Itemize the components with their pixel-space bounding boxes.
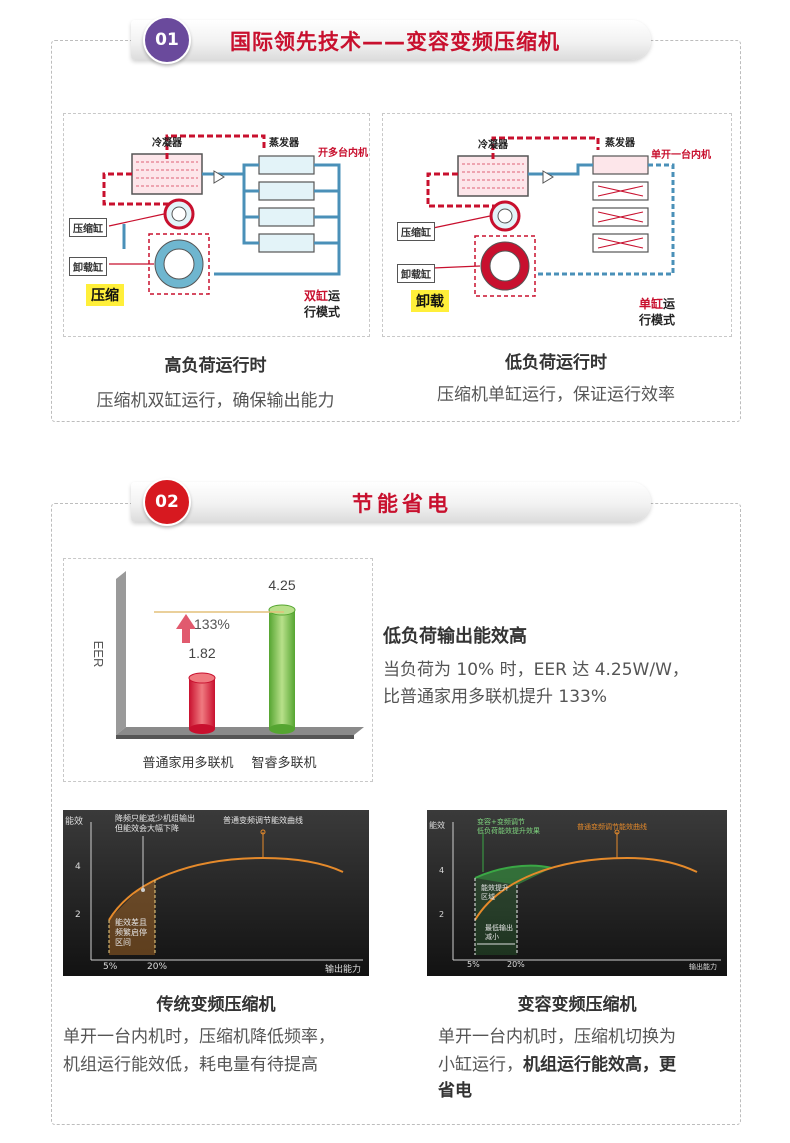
condenser-label: 冷凝器 [478,140,508,151]
run-mode-label: 双缸运 行模式 [304,289,341,319]
compress-cylinder-tag: 压缩缸 [69,218,107,237]
increase-label: 133% [194,616,230,632]
traditional-curve-svg [63,810,369,976]
x-axis-label: 输出能力 [689,963,717,971]
eer-heading: 低负荷输出能效高 [383,626,527,647]
bar-smart [269,610,295,729]
section-1-title-bar [131,20,651,60]
unload-cylinder-tag: 卸载缸 [397,264,435,283]
y-axis-label: 能效 [429,821,445,830]
variable-title: 变容变频压缩机 [517,995,637,1015]
annotation-zone: 能效差且 频繁启停 区间 [115,918,147,947]
annotation-curve: 普通变频调节能效曲线 [223,816,303,825]
annotation-curve: 普通变频调节能效曲线 [577,823,647,831]
tick-2: 2 [75,910,81,920]
traditional-desc-1: 单开一台内机时，压缩机降低频率， [63,1027,335,1047]
eer-bar-chart: 1.82 普通家用多联机 4.25 智睿多联机 EER 133% [91,571,364,771]
bar-top-1 [268,604,296,616]
high-load-schematic [102,134,341,295]
increase-arrow [176,614,196,643]
annotation-top: 降频只能减少机组输出 但能效会大幅下降 [115,814,195,833]
x-20-label: 20% [147,962,168,972]
unload-cylinder-tag: 卸载缸 [69,257,107,276]
section-2-title: 节能省电 [352,492,452,516]
bar-top-0 [188,672,216,684]
eer-chart-panel: 1.82 普通家用多联机 4.25 智睿多联机 EER 133% [63,558,373,782]
variable-desc-3: 省电 [438,1081,472,1101]
y-axis-wall [116,571,126,735]
bar-bottom-0 [189,724,215,734]
annotation-green: 变容+变频调节 低负荷能效提升效果 [477,818,540,835]
variable-efficiency-chart: 能效 4 2 5% 20% 输出能力 变容+变频调节 低负荷能效提升效果 普通变… [427,810,727,976]
bar-value-label: 4.25 [268,577,295,593]
annotation-min-output: 最低输出 减小 [485,924,513,941]
indoor-note: 单开一台内机 [651,150,711,161]
mode-tag: 卸载 [411,290,449,312]
category-label: 普通家用多联机 [142,755,233,771]
variable-desc-1: 单开一台内机时，压缩机切换为 [438,1027,676,1047]
high-load-desc: 压缩机双缸运行，确保输出能力 [96,391,335,411]
run-mode-label: 单缸运 行模式 [639,297,676,327]
mode-tag: 压缩 [86,284,124,306]
eer-line-2: 比普通家用多联机提升 133% [383,687,608,707]
tick-2: 2 [439,910,445,919]
x-5-label: 5% [467,960,480,969]
low-load-title: 低负荷运行时 [505,353,607,373]
high-load-diagram: 冷凝器 蒸发器 开多台内机 压缩缸 卸载缸 压缩 双缸运 行模式 [63,113,370,337]
traditional-title: 传统变频压缩机 [156,995,276,1015]
high-load-title: 高负荷运行时 [164,356,267,376]
low-load-desc: 压缩机单缸运行，保证运行效率 [437,385,675,405]
y-axis-label: 能效 [65,817,84,827]
tick-4: 4 [439,866,445,875]
section-1-badge: 01 [143,16,191,64]
section-2-badge: 02 [143,478,191,526]
compress-cylinder-tag: 压缩缸 [397,222,435,241]
section-2-title-bar [131,482,651,522]
eer-line-1: 当负荷为 10% 时，EER 达 4.25W/W， [383,660,689,680]
y-axis-label: EER [91,641,106,668]
x-axis-label: 输出能力 [325,965,362,975]
x-20-label: 20% [507,960,525,969]
indoor-note: 开多台内机 [318,148,368,159]
evaporator-label: 蒸发器 [605,138,635,149]
low-load-diagram: 冷凝器 蒸发器 单开一台内机 压缩缸 卸载缸 卸载 单缸运 行模式 [382,113,732,337]
condenser-label: 冷凝器 [152,138,182,149]
variable-curve-svg [427,810,727,976]
traditional-efficiency-chart: 能效 4 2 5% 20% 输出能力 降频只能减少机组输出 但能效会大幅下降 普… [63,810,369,976]
x-5-label: 5% [103,962,118,972]
bar-ordinary [189,678,215,729]
section-1-title: 国际领先技术——变容变频压缩机 [230,30,560,54]
variable-desc-2: 小缸运行，机组运行能效高，更 [438,1055,676,1075]
evaporator-label: 蒸发器 [269,138,299,149]
low-load-schematic [426,136,675,297]
annotation-zone: 能效提升 区域 [481,884,509,901]
bar-value-label: 1.82 [188,645,215,661]
x-axis-edge [116,735,354,739]
bar-bottom-1 [269,724,295,734]
x-axis-floor [116,727,364,735]
traditional-desc-2: 机组运行能效低，耗电量有待提高 [63,1055,318,1075]
category-label: 智睿多联机 [251,755,316,771]
tick-4: 4 [75,862,81,872]
